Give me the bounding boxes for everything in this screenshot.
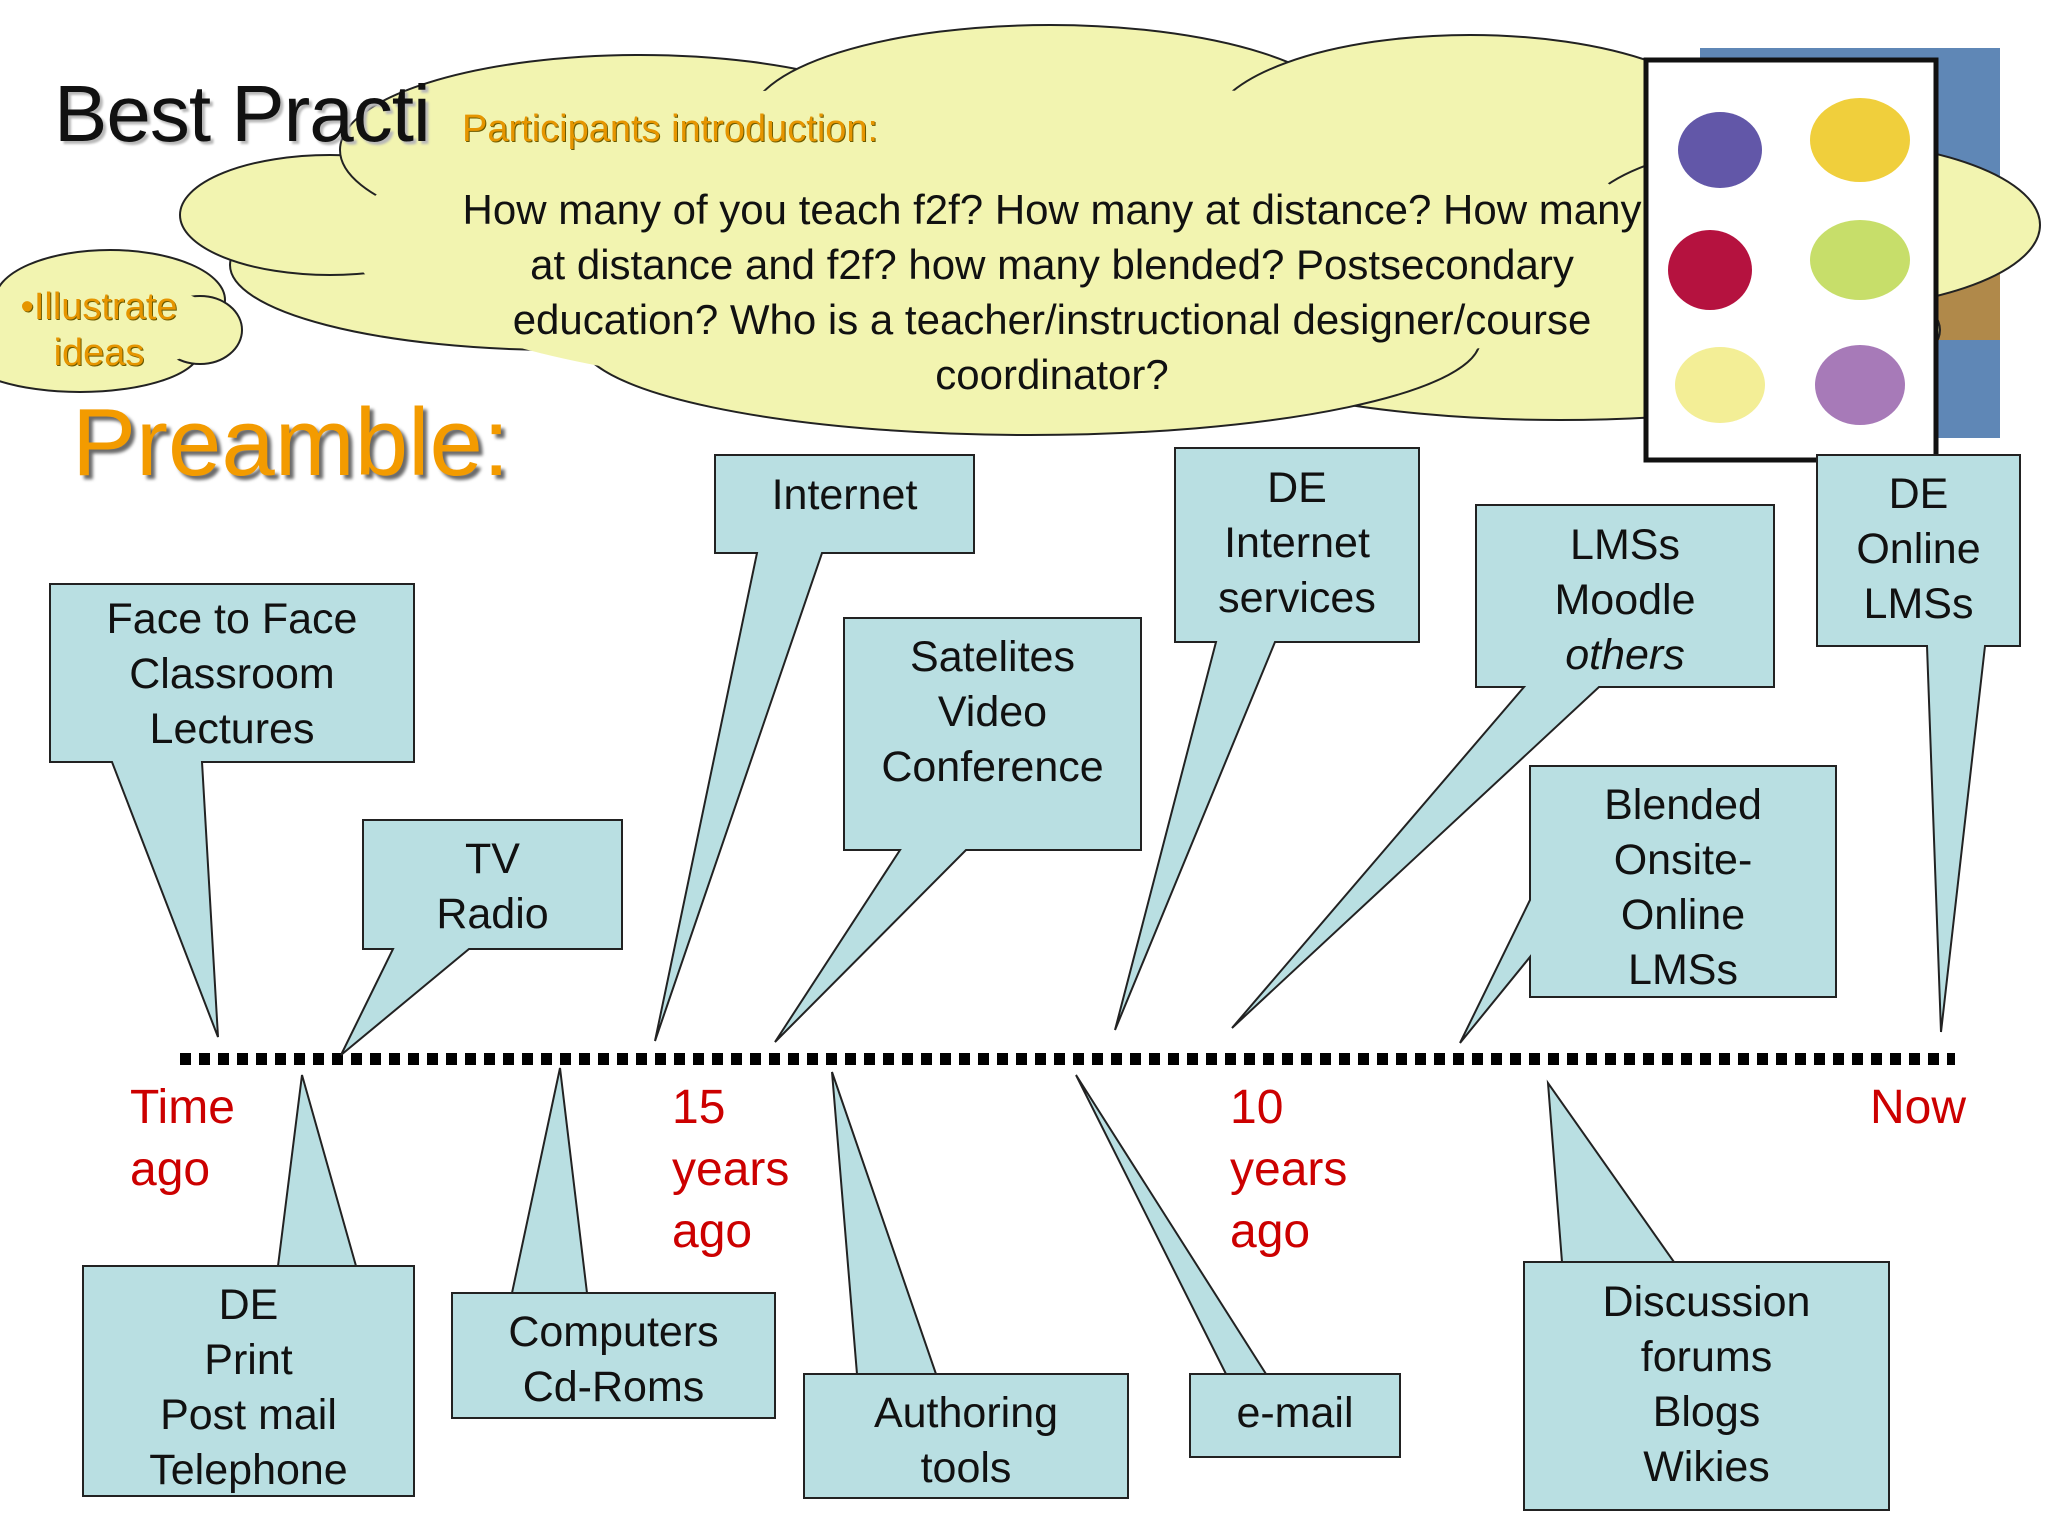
label-line: Cd-Roms [522,1363,705,1411]
label-satelites: Satelites Video Conference [844,630,1141,795]
label-line: DE [1888,470,1949,518]
callout-email [1075,1074,1401,1458]
label-line: Video [937,688,1048,736]
label-line: Wikies [1643,1443,1770,1491]
callout-satelites [774,617,1142,1043]
callout-lmss-moodle [1231,504,1775,1029]
timeline-label-start: Time ago [130,1077,235,1201]
timeline-label-line: 10 [1230,1081,1284,1134]
callout-discussion [1523,1079,1890,1511]
label-line: Computers [508,1308,719,1356]
label-line: LMSs [1628,946,1738,994]
green-hand [1810,220,1910,300]
label-authoring: Authoring tools [804,1386,1128,1496]
label-line: Classroom [129,650,335,698]
red-hand [1668,230,1752,310]
label-line: Face to Face [106,595,358,643]
label-computers: Computers Cd-Roms [452,1305,775,1415]
label-line: Discussion [1602,1278,1811,1326]
timeline-label-line: ago [130,1143,211,1196]
small-thought-cloud [0,249,243,393]
label-line: Onsite- [1613,836,1753,884]
timeline-label-line: Time [130,1081,235,1134]
label-line: others [1565,631,1685,679]
callout-blended [1459,765,1837,1044]
timeline-label-line: 15 [672,1081,726,1134]
label-line: LMSs [1570,521,1680,569]
timeline-label-10-years: 10 years ago [1230,1077,1347,1263]
label-line: Authoring [873,1389,1059,1437]
label-de-online: DE Online LMSs [1817,467,2020,632]
label-email: e-mail [1190,1386,1400,1441]
timeline-label-line: years [672,1143,790,1196]
label-line: Radio [436,890,549,938]
label-line: Internet [1224,519,1370,567]
cloud-question-text: How many of you teach f2f? How many at d… [462,186,1642,398]
label-line: Satelites [910,633,1075,681]
label-line: Lectures [149,705,315,753]
label-line: Internet [771,471,918,519]
small-cloud-text: •Illustrate ideas [4,284,194,376]
timeline-label-15-years: 15 years ago [672,1077,789,1263]
label-line: Telephone [149,1446,348,1494]
violet-hand [1815,345,1905,425]
label-lmss-moodle: LMSs Moodle others [1476,518,1774,683]
timeline-label-line: Now [1870,1081,1967,1134]
timeline-label-line: ago [1230,1205,1311,1258]
callout-face-to-face [49,583,415,1038]
label-discussion: Discussion forums Blogs Wikies [1524,1275,1889,1495]
label-line: Online [1620,891,1746,939]
label-face-to-face: Face to Face Classroom Lectures [50,592,414,757]
callout-de-internet [1114,447,1420,1031]
small-cloud-line: ideas [53,332,145,374]
timeline-label-line: ago [672,1205,753,1258]
callout-de-print [82,1074,415,1497]
label-line: forums [1640,1333,1773,1381]
label-line: Online [1856,525,1981,573]
label-line: LMSs [1863,580,1974,628]
callout-tv-radio [340,819,623,1056]
handprints-image [1643,57,1939,463]
preamble-heading: Preamble: [72,389,510,496]
callouts [49,447,2021,1511]
label-line: Moodle [1554,576,1696,624]
label-line: tools [920,1444,1012,1492]
label-line: TV [465,835,520,883]
label-line: Conference [881,743,1104,791]
yellow-hand [1810,98,1910,182]
callout-de-online [1816,454,2021,1033]
label-internet: Internet [715,468,974,523]
label-tv-radio: TV Radio [363,832,622,942]
slide-title: Best Practi [54,69,431,158]
small-cloud-line: •Illustrate [20,286,178,328]
pale-yellow-hand [1675,347,1765,423]
callout-internet [654,454,975,1042]
label-de-internet: DE Internet services [1175,461,1419,626]
label-line: DE [1267,464,1327,512]
label-line: Post mail [160,1391,337,1439]
label-de-print: DE Print Post mail Telephone [83,1278,414,1498]
label-line: Blogs [1652,1388,1761,1436]
callout-computers [451,1067,776,1419]
label-line: e-mail [1236,1389,1354,1437]
label-line: Blended [1604,781,1762,829]
label-blended: Blended Onsite- Online LMSs [1530,778,1836,998]
timeline-label-line: years [1230,1143,1348,1196]
callout-authoring [803,1071,1129,1499]
purple-hand [1678,112,1762,188]
cloud-heading: Participants introduction: [462,108,879,150]
timeline-label-now: Now [1870,1077,1966,1139]
label-line: services [1218,574,1376,622]
label-line: Print [204,1336,293,1384]
label-line: DE [218,1281,279,1329]
